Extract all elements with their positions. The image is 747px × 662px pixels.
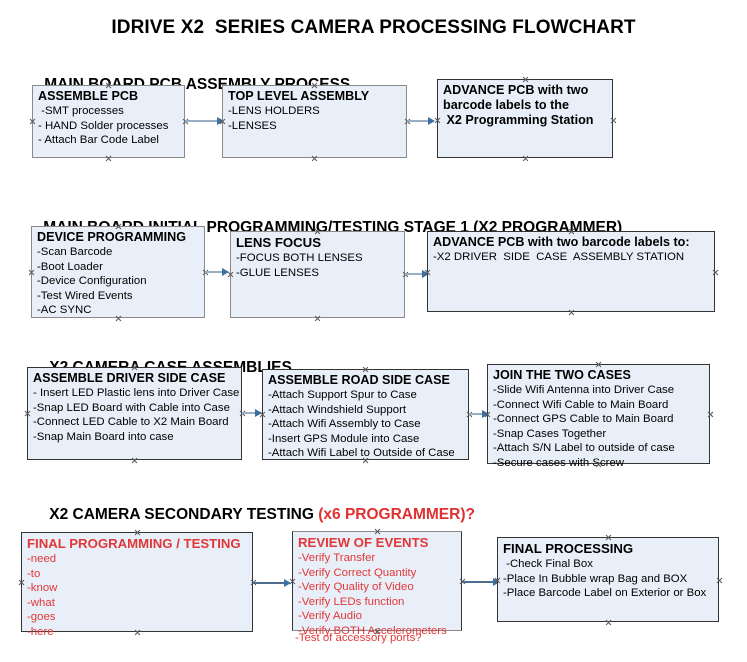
box-assemble-road-side-case[interactable]: ASSEMBLE ROAD SIDE CASE -Attach Support … [262, 369, 469, 460]
box-line: -Snap Main Board into case [33, 430, 174, 443]
box-line: - Insert LED Plastic lens into Driver Ca… [33, 387, 240, 399]
box-line: -to [27, 567, 41, 580]
box-line: -Attach Wifi Label to Outside of Case [268, 447, 455, 460]
box-line: -Insert GPS Module into Case [268, 432, 420, 445]
box-title: TOP LEVEL ASSEMBLY [228, 89, 370, 103]
box-line: -here [27, 625, 54, 638]
box-title: REVIEW OF EVENTS [298, 535, 429, 550]
connector-line [469, 413, 487, 415]
box-assemble-pcb[interactable]: ASSEMBLE PCB -SMT processes - HAND Solde… [32, 85, 185, 158]
connector-line [205, 271, 227, 273]
box-title: FINAL PROGRAMMING / TESTING [27, 536, 241, 551]
box-line: X2 Programming Station [443, 113, 594, 127]
connector-line [407, 120, 432, 122]
box-title: LENS FOCUS [236, 235, 321, 250]
box-line: -Attach Wifi Assembly to Case [268, 418, 421, 431]
box-title: FINAL PROCESSING [503, 541, 634, 556]
box-line: -what [27, 596, 55, 609]
connector-line [185, 120, 222, 122]
box-line: -Attach S/N Label to outside of case [493, 442, 675, 455]
box-line: -FOCUS BOTH LENSES [236, 252, 363, 264]
box-line: -goes [27, 611, 56, 624]
box-line: -Check Final Box [503, 558, 593, 570]
connector-line [242, 412, 260, 414]
box-line: -need [27, 553, 57, 565]
arrow-head-icon [422, 269, 429, 278]
box-line: -SMT processes [38, 105, 124, 117]
connector-line [405, 273, 427, 275]
box-line: -Snap LED Board with Cable into Case [33, 401, 230, 414]
box-line: - HAND Solder processes [38, 119, 169, 132]
arrow-head-icon [255, 408, 262, 417]
box-line: -Place In Bubble wrap Bag and BOX [503, 572, 688, 585]
section-heading-x2-camera-secondary-testing: X2 CAMERA SECONDARY TESTING (x6 PROGRAMM… [32, 488, 475, 542]
box-title: ASSEMBLE DRIVER SIDE CASE [33, 371, 226, 385]
box-review-of-events[interactable]: REVIEW OF EVENTS -Verify Transfer -Verif… [292, 531, 462, 637]
box-title: ADVANCE PCB with two [443, 83, 589, 97]
box-final-processing[interactable]: FINAL PROCESSING -Check Final Box -Place… [497, 537, 719, 622]
box-line: -GLUE LENSES [236, 266, 319, 279]
box-title: DEVICE PROGRAMMING [37, 230, 187, 244]
box-line: -Attach Windshield Support [268, 403, 407, 416]
arrow-head-icon [217, 116, 224, 125]
box-line: -Verify BOTH Accelerometers [298, 624, 447, 637]
box-line: -Boot Loader [37, 260, 103, 273]
box-line: -know [27, 582, 58, 595]
box-line: -Attach Support Spur to Case [268, 389, 417, 401]
box-line: barcode labels to the [443, 98, 569, 112]
box-line: -Snap Cases Together [493, 427, 607, 440]
box-line: -Connect LED Cable to X2 Main Board [33, 416, 229, 429]
arrow-head-icon [482, 409, 489, 418]
box-line: -Connect GPS Cable to Main Board [493, 413, 674, 426]
connector-line [253, 582, 289, 584]
section-heading-text: X2 CAMERA SECONDARY TESTING [49, 506, 319, 523]
box-line: -Verify Correct Quantity [298, 566, 417, 579]
box-line: - Attach Bar Code Label [38, 134, 159, 147]
connector-line [462, 581, 498, 583]
box-device-programming[interactable]: DEVICE PROGRAMMING -Scan Barcode -Boot L… [31, 226, 205, 318]
box-line: -Device Configuration [37, 275, 147, 288]
box-line: -Test Wired Events [37, 289, 133, 302]
box-title: ASSEMBLE PCB [38, 89, 139, 103]
box-advance-pcb-to-programming-station[interactable]: ADVANCE PCB with two barcode labels to t… [437, 79, 613, 158]
box-line: -AC SYNC [37, 304, 92, 317]
box-line: -Scan Barcode [37, 246, 113, 258]
section-heading-accent: (x6 PROGRAMMER)? [318, 506, 475, 523]
box-top-level-assembly[interactable]: TOP LEVEL ASSEMBLY -LENS HOLDERS -LENSES [222, 85, 407, 158]
box-join-the-two-cases[interactable]: JOIN THE TWO CASES -Slide Wifi Antenna i… [487, 364, 710, 469]
box-line: -LENSES [228, 119, 277, 132]
box-title: ADVANCE PCB with two barcode labels to: [433, 235, 690, 249]
box-lens-focus[interactable]: LENS FOCUS -FOCUS BOTH LENSES -GLUE LENS… [230, 231, 405, 318]
arrow-head-icon [493, 577, 500, 586]
arrow-head-icon [284, 578, 291, 587]
box-line: -LENS HOLDERS [228, 105, 320, 117]
arrow-head-icon [222, 267, 229, 276]
box-line: -Connect Wifi Cable to Main Board [493, 398, 669, 411]
box-final-programming-testing[interactable]: FINAL PROGRAMMING / TESTING -need -to -k… [21, 532, 253, 638]
box-line: -Place Barcode Label on Exterior or Box [503, 587, 707, 600]
box-title: JOIN THE TWO CASES [493, 368, 631, 382]
arrow-head-icon [428, 116, 435, 125]
box-advance-pcb-to-driver-side-case-station[interactable]: ADVANCE PCB with two barcode labels to: … [427, 231, 715, 312]
box-line: -X2 DRIVER SIDE CASE ASSEMBLY STATION [433, 251, 685, 263]
box-line-overflow: -Test of accessory ports? [295, 632, 422, 644]
box-assemble-driver-side-case[interactable]: ASSEMBLE DRIVER SIDE CASE - Insert LED P… [27, 367, 242, 460]
box-title: ASSEMBLE ROAD SIDE CASE [268, 373, 450, 387]
box-line: -Verify Audio [298, 610, 362, 623]
page-title: IDRIVE X2 SERIES CAMERA PROCESSING FLOWC… [111, 17, 636, 38]
box-line: -Verify Transfer [298, 552, 376, 564]
box-line: -Slide Wifi Antenna into Driver Case [493, 384, 675, 396]
box-line: -Verify Quality of Video [298, 581, 414, 594]
box-line: -Verify LEDs function [298, 595, 405, 608]
box-line: -Secure cases with Screw [493, 456, 625, 469]
